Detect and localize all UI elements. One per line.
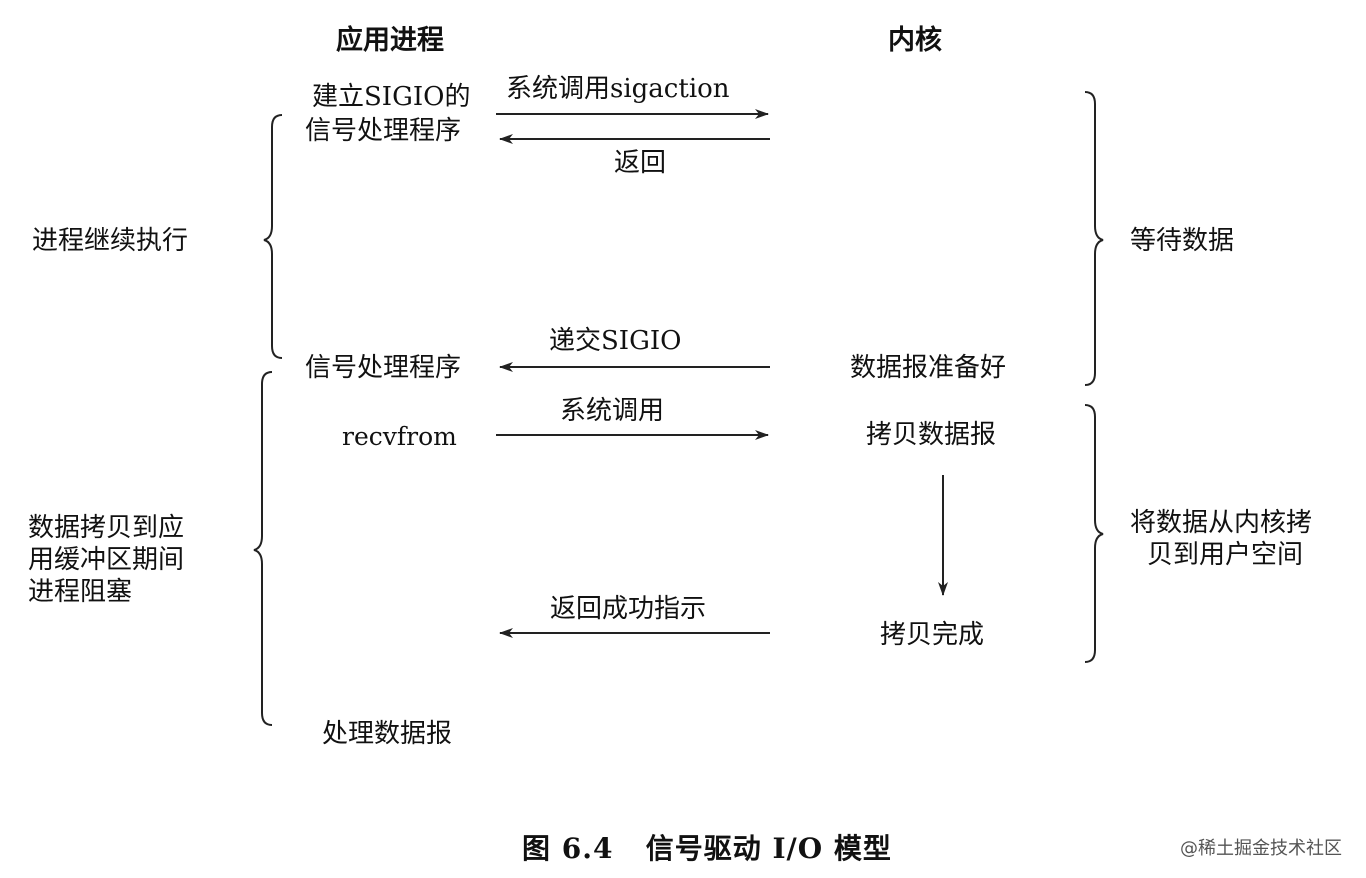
label-return-success: 返回成功指示 bbox=[550, 594, 707, 624]
label-return: 返回 bbox=[614, 148, 667, 178]
right-phase-copy-line2: 贝到用户空间 bbox=[1147, 540, 1304, 570]
right-phase-copy-line1: 将数据从内核拷 bbox=[1130, 508, 1313, 538]
header-kernel: 内核 bbox=[888, 25, 942, 56]
app-step-signal-handler: 信号处理程序 bbox=[305, 353, 462, 383]
left-phase-blocked-line2: 用缓冲区期间 bbox=[28, 545, 185, 575]
app-step-setup-line2: 信号处理程序 bbox=[305, 116, 462, 146]
left-phase-continue: 进程继续执行 bbox=[32, 226, 189, 256]
brace-right-copy bbox=[1084, 404, 1104, 663]
label-syscall-sigaction: 系统调用sigaction bbox=[506, 74, 730, 104]
app-step-setup-line1: 建立SIGIO的 bbox=[312, 82, 471, 112]
app-step-process-datagram: 处理数据报 bbox=[322, 719, 453, 749]
left-phase-blocked-line3: 进程阻塞 bbox=[28, 577, 133, 607]
label-syscall: 系统调用 bbox=[560, 396, 665, 426]
watermark: @稀土掘金技术社区 bbox=[1180, 838, 1342, 859]
brace-left-continue bbox=[263, 114, 283, 359]
app-step-recvfrom: recvfrom bbox=[342, 422, 457, 451]
left-phase-blocked-line1: 数据拷贝到应 bbox=[28, 513, 185, 543]
right-phase-wait: 等待数据 bbox=[1130, 226, 1235, 256]
kernel-step-copy-complete: 拷贝完成 bbox=[880, 620, 985, 650]
figure-caption: 图 6.4 信号驱动 I/O 模型 bbox=[522, 832, 892, 865]
kernel-step-datagram-ready: 数据报准备好 bbox=[850, 353, 1007, 383]
label-deliver-sigio: 递交SIGIO bbox=[549, 326, 682, 356]
kernel-step-copy-datagram: 拷贝数据报 bbox=[866, 420, 997, 450]
header-app-process: 应用进程 bbox=[336, 25, 444, 56]
brace-right-wait bbox=[1084, 91, 1104, 386]
brace-left-blocked bbox=[253, 371, 273, 726]
